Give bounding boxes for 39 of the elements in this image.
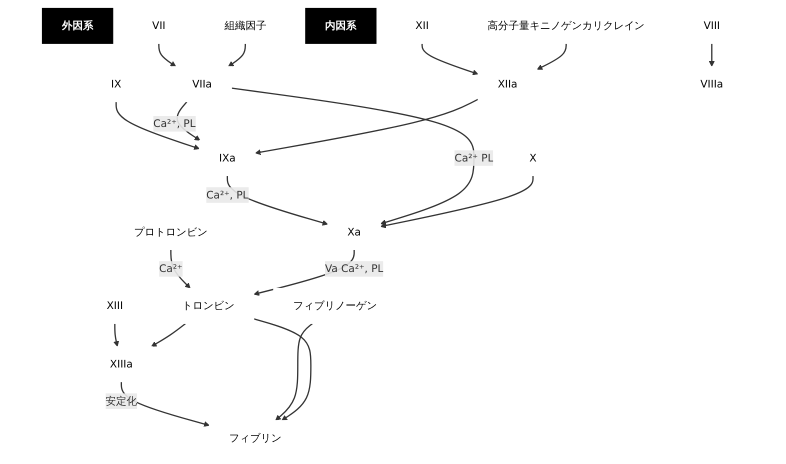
node-text: X <box>530 152 538 164</box>
node-text: フィブリン <box>229 432 282 444</box>
arrow <box>114 324 120 347</box>
arrow <box>709 44 716 67</box>
node-text: トロンビン <box>182 299 235 312</box>
node-text: 高分子量キニノゲンカリクレイン <box>488 19 646 32</box>
node-text: 組織因子 <box>224 19 267 32</box>
node-text: IX <box>111 78 122 90</box>
node-box: 外因系 <box>42 8 114 44</box>
arrow <box>276 323 314 421</box>
arrow <box>232 88 476 226</box>
arrow <box>256 98 479 156</box>
node-text: XIIIa <box>110 358 134 370</box>
arrow <box>422 44 479 76</box>
node-text: VIIIa <box>700 78 724 90</box>
node-text: VIIa <box>192 78 212 90</box>
node-text: XIII <box>107 299 124 312</box>
edge-label: Ca²⁺, PL <box>206 188 249 201</box>
node-text: Xa <box>348 225 362 238</box>
node-text: フィブリノーゲン <box>294 299 378 312</box>
node-box: 内因系 <box>306 8 377 44</box>
edge-label: Ca²⁺, PL <box>154 117 196 130</box>
arrow <box>170 250 191 289</box>
edge-label: Ca²⁺ <box>160 262 184 275</box>
edge-label: 安定化 <box>106 394 138 408</box>
arrow <box>152 323 186 347</box>
node-text: VIII <box>704 19 720 32</box>
arrow <box>228 44 246 67</box>
arrow <box>380 176 534 228</box>
node-text: XIIa <box>498 78 518 90</box>
arrow <box>158 44 177 67</box>
node-text: VII <box>152 19 166 32</box>
node-text: XII <box>416 19 430 32</box>
arrow <box>537 44 568 70</box>
node-text: IXa <box>219 152 236 164</box>
edge-label: Va Ca²⁺, PL <box>325 262 384 275</box>
arrow <box>254 318 312 421</box>
edge-label: Ca²⁺ PL <box>454 152 494 164</box>
node-text: プロトロンビン <box>134 225 208 238</box>
